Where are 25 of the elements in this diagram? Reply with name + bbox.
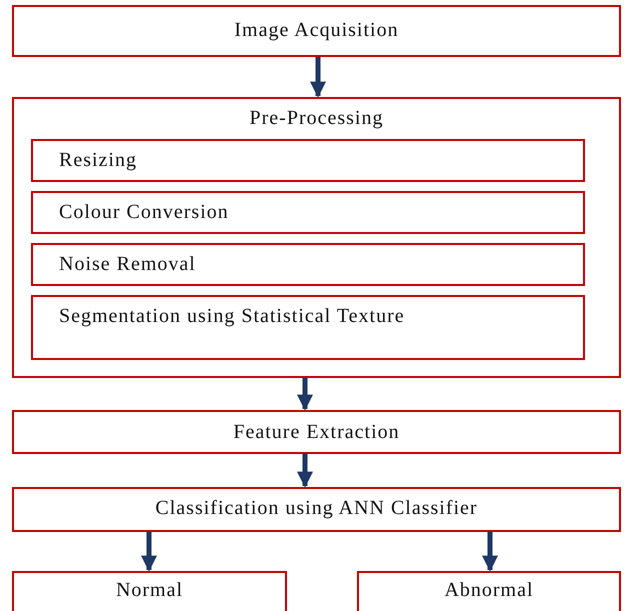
arrow — [141, 532, 157, 572]
arrow — [297, 454, 313, 488]
group-heading: Pre-Processing — [248, 107, 384, 129]
process-box — [12, 410, 621, 454]
step-label: Image Acquisition — [233, 19, 400, 41]
step-label: Colour Conversion — [59, 201, 230, 223]
arrow — [297, 378, 313, 411]
step-label: Normal — [114, 579, 184, 601]
arrow — [310, 57, 326, 98]
step-label: Segmentation using Statistical Texture — [59, 305, 406, 327]
step-label: Classification using ANN Classifier — [154, 497, 479, 519]
arrow — [482, 532, 498, 572]
step-label: Feature Extraction — [232, 421, 401, 443]
process-box — [12, 97, 621, 378]
process-box — [12, 571, 287, 611]
process-box — [357, 571, 621, 611]
step-label: Resizing — [59, 149, 138, 171]
step-box — [31, 191, 585, 234]
step-label: Noise Removal — [59, 253, 197, 275]
step-label: Abnormal — [443, 579, 535, 601]
process-box — [12, 487, 621, 532]
process-box — [12, 5, 621, 57]
step-box — [31, 295, 585, 360]
step-box — [31, 243, 585, 286]
step-box — [31, 139, 585, 182]
